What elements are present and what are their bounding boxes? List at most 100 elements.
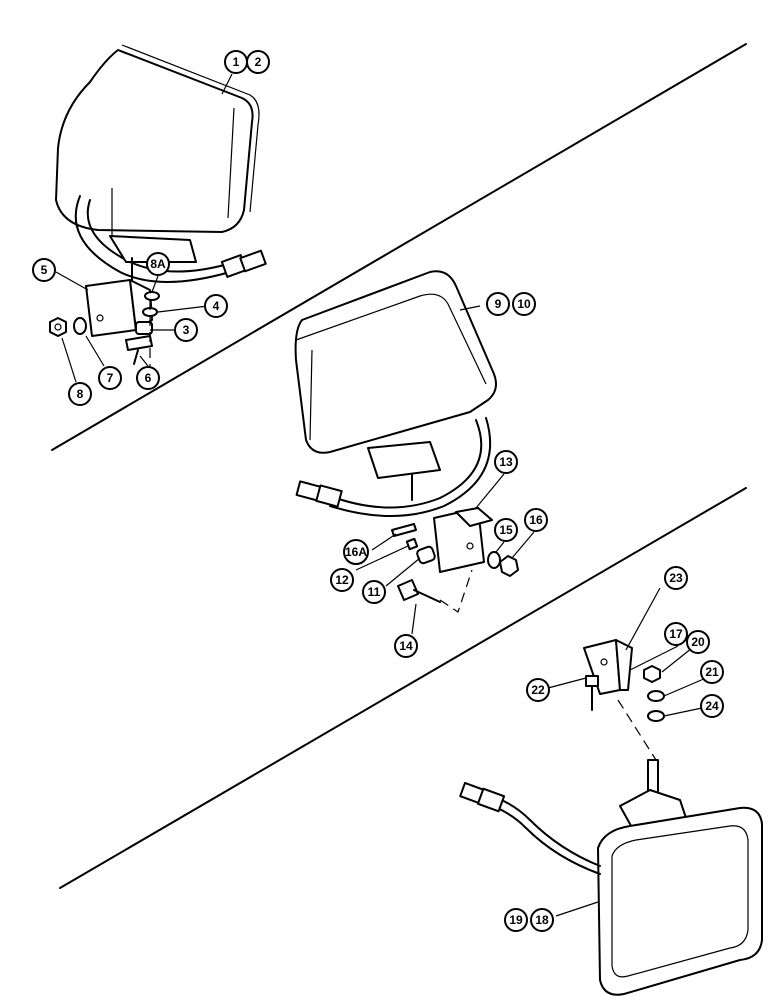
svg-text:12: 12 [335, 573, 349, 587]
lamp-edge-2 [309, 349, 313, 441]
callout-22: 22 [526, 678, 550, 702]
callout-8: 8 [68, 382, 92, 406]
callout-19: 19 [504, 908, 528, 932]
svg-text:10: 10 [517, 297, 531, 311]
svg-text:3: 3 [183, 323, 190, 337]
lamp-lens-18 [611, 825, 749, 978]
spacer-8a [144, 291, 160, 301]
lamp-wire-2a [329, 419, 483, 509]
lamp-wire-1a [74, 195, 231, 283]
svg-text:4: 4 [213, 299, 220, 313]
wire-connector-2 [295, 480, 343, 508]
mount-bracket-5 [85, 279, 137, 337]
divider-line-upper [51, 43, 747, 451]
svg-text:2: 2 [255, 55, 262, 69]
leader-lines [55, 73, 707, 917]
nut-3 [135, 321, 153, 335]
callout-8a: 8A [146, 252, 170, 276]
svg-text:23: 23 [669, 571, 683, 585]
svg-text:5: 5 [41, 263, 48, 277]
callout-21: 21 [700, 660, 724, 684]
wire-connector-1 [220, 249, 267, 278]
svg-text:8A: 8A [150, 257, 166, 271]
callout-15: 15 [494, 518, 518, 542]
lamp-housing-1 [55, 49, 254, 233]
nut-20 [643, 665, 661, 683]
washer-7 [73, 317, 87, 335]
lamp-lens-rim-2 [295, 293, 487, 385]
svg-text:14: 14 [399, 639, 413, 653]
bolt-22-head [585, 675, 599, 687]
svg-text:8: 8 [77, 387, 84, 401]
svg-text:7: 7 [107, 371, 114, 385]
callout-2: 2 [246, 50, 270, 74]
bracket-13-hole [466, 542, 474, 550]
nut-8 [49, 317, 67, 337]
svg-text:18: 18 [535, 913, 549, 927]
svg-text:19: 19 [509, 913, 523, 927]
callout-1: 1 [224, 50, 248, 74]
washer-15 [487, 551, 501, 569]
lamp-base-1 [109, 235, 197, 263]
callout-7: 7 [98, 366, 122, 390]
svg-text:13: 13 [499, 455, 513, 469]
lamp-housing-2 [294, 270, 497, 454]
svg-text:16A: 16A [345, 545, 367, 559]
callout-14: 14 [394, 634, 418, 658]
callout-3: 3 [174, 318, 198, 342]
bracket-17-hole [600, 658, 608, 666]
lamp-wire-3b [481, 801, 601, 875]
callout-24: 24 [700, 694, 724, 718]
callout-23: 23 [664, 566, 688, 590]
nut-11 [416, 545, 436, 565]
spacer-16a [391, 523, 417, 537]
lamp-wire-2b [329, 417, 492, 517]
mount-bracket-13-top [455, 507, 493, 527]
work-lamp-assembly-1 [49, 44, 267, 370]
svg-text:15: 15 [499, 523, 513, 537]
callout-11: 11 [362, 580, 386, 604]
flat-washer-24 [647, 710, 665, 722]
nut-16 [499, 555, 519, 577]
bolt-6-shank [133, 349, 139, 365]
callout-12: 12 [330, 568, 354, 592]
bolt-14-head [397, 579, 419, 601]
bolt-14-shank [413, 589, 441, 603]
callout-5: 5 [32, 258, 56, 282]
svg-text:16: 16 [529, 513, 543, 527]
svg-text:1: 1 [233, 55, 240, 69]
svg-text:11: 11 [368, 585, 381, 599]
svg-text:24: 24 [705, 699, 719, 713]
callout-18: 18 [530, 908, 554, 932]
lamp-base-2 [367, 441, 441, 479]
washer-12 [405, 537, 419, 551]
callout-6: 6 [136, 366, 160, 390]
callout-20: 20 [686, 630, 710, 654]
callout-17: 17 [664, 622, 688, 646]
svg-text:21: 21 [705, 665, 719, 679]
lamp-housing-18 [597, 806, 763, 996]
assembly-line-2 [439, 569, 473, 613]
divider-line-lower [59, 487, 747, 889]
nut-8-hole [54, 323, 62, 331]
lamp-lens-rim-1 [121, 44, 260, 213]
callout-9: 9 [486, 292, 510, 316]
work-lamp-assembly-3 [459, 639, 763, 996]
svg-text:17: 17 [669, 627, 683, 641]
callout-4: 4 [204, 294, 228, 318]
lock-washer-21 [647, 690, 665, 702]
callout-10: 10 [512, 292, 536, 316]
bracket-hole [96, 314, 104, 322]
bracket-17-side [615, 639, 633, 691]
svg-text:6: 6 [145, 371, 152, 385]
assembly-line-3 [617, 699, 657, 761]
svg-text:20: 20 [691, 635, 705, 649]
wire-connector-3 [459, 782, 506, 813]
svg-text:22: 22 [531, 683, 545, 697]
callout-13: 13 [494, 450, 518, 474]
work-lamp-assembly-2 [294, 270, 519, 613]
lamp-face-edge-1 [227, 107, 235, 219]
svg-text:9: 9 [495, 297, 502, 311]
callout-16a: 16A [343, 539, 369, 565]
